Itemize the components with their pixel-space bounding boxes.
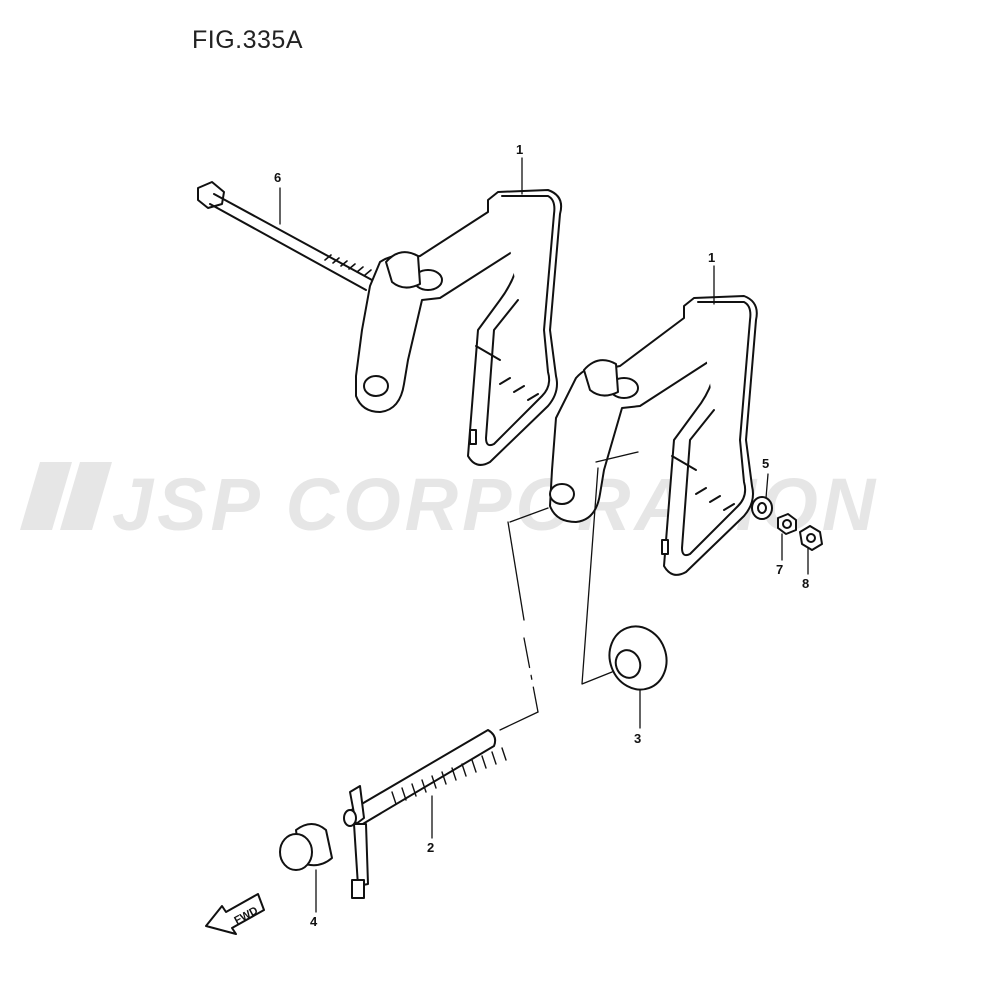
callout-5: 5: [762, 456, 769, 471]
locknut-part-8: [799, 525, 823, 551]
clamp-screw-part-2: [343, 729, 507, 899]
pad-part-4: [279, 823, 333, 871]
leader-lines: [279, 157, 809, 913]
figure-title: FIG.335A: [192, 26, 303, 54]
callout-numbers: 1 1 2 3 4 5 6 7 8: [274, 142, 809, 929]
callout-2: 2: [427, 840, 434, 855]
clamp-bracket-part-1-lower: [549, 295, 758, 576]
callout-1-upper: 1: [516, 142, 523, 157]
bolt-part-6: [197, 181, 373, 291]
clamp-bracket-part-1-upper: [355, 189, 563, 466]
nut-part-7: [777, 513, 797, 535]
watermark-logo-icon: [20, 462, 112, 530]
callout-1-lower: 1: [708, 250, 715, 265]
callout-6: 6: [274, 170, 281, 185]
washer-part-5: [751, 496, 773, 520]
pad-part-3: [608, 625, 668, 691]
callout-7: 7: [776, 562, 783, 577]
assembly-lines: [499, 451, 639, 731]
callout-4: 4: [310, 914, 318, 929]
callout-3: 3: [634, 731, 641, 746]
callout-8: 8: [802, 576, 809, 591]
fwd-arrow: FWD: [205, 893, 265, 935]
fwd-arrow-icon: [205, 893, 265, 935]
